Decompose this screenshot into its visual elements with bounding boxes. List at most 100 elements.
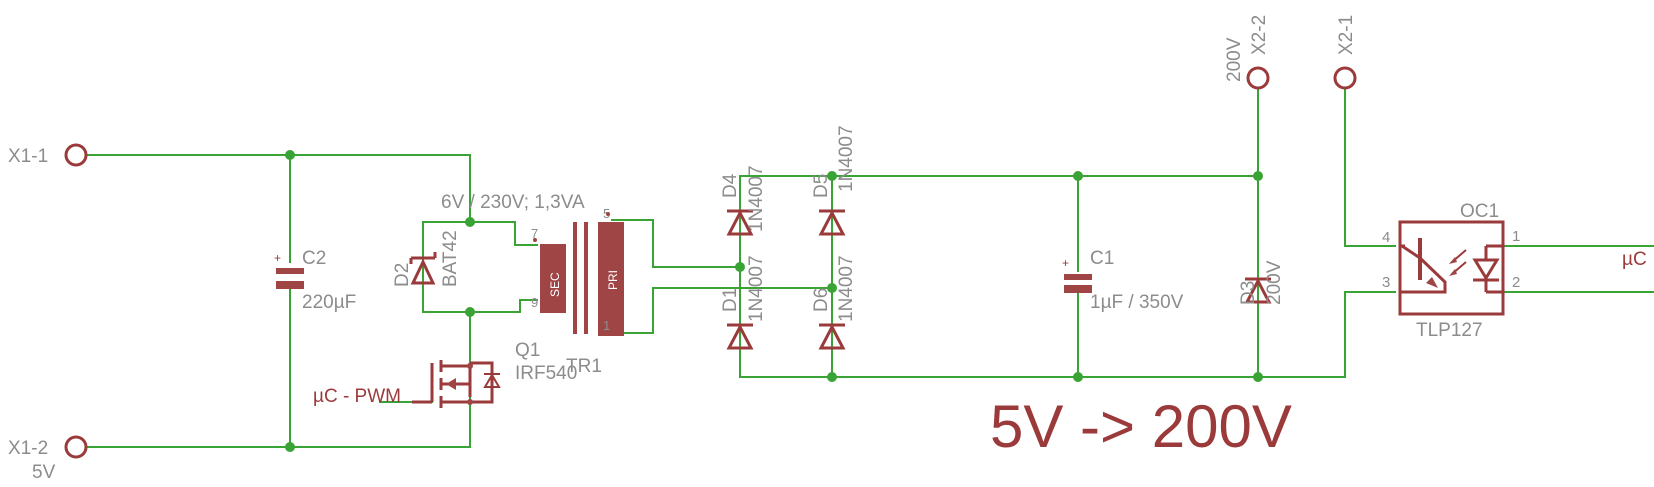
light-arrow-head [1449, 269, 1457, 276]
connector-x2-2: X2-2 200V [1224, 15, 1270, 90]
transformer-primary-winding [598, 222, 624, 336]
wire-x2-1 [1344, 89, 1396, 247]
component-name: Q1 [515, 340, 540, 361]
component-value: IRF540 [515, 363, 577, 384]
diode-body [410, 258, 436, 285]
pin-number: 4 [1382, 229, 1390, 246]
junction [1253, 372, 1263, 382]
junction [735, 262, 745, 272]
light-arrow-head [1449, 257, 1457, 264]
component-value: 200V [1264, 260, 1285, 305]
connector-x1-2: X1-2 5V [8, 435, 88, 483]
junctions [285, 150, 1263, 452]
junction [1073, 372, 1083, 382]
net-label-pwm: µC - PWM [313, 386, 401, 407]
transformer-core [584, 222, 588, 334]
capacitor-plate [1064, 274, 1092, 280]
component-value: 1N4007 [746, 165, 767, 232]
component-name: OC1 [1460, 201, 1499, 222]
diode-body [818, 209, 846, 236]
diode-d5: D5 1N4007 [811, 125, 857, 236]
junction [465, 217, 475, 227]
connector-label: X2-2 [1249, 15, 1270, 55]
wire-d2-bot [469, 299, 538, 313]
connector-pad [64, 435, 88, 459]
polarity-mark: + [274, 251, 281, 265]
connector-pad [1333, 66, 1357, 90]
junction [827, 171, 837, 181]
component-value: TLP127 [1416, 320, 1483, 341]
component-name: D4 [720, 173, 741, 198]
diode-d1: D1 1N4007 [720, 255, 767, 350]
diode-body [1244, 277, 1272, 304]
zener-d3: D3 200V [1238, 260, 1285, 305]
led-bar [1473, 244, 1503, 294]
wire-pri-bot [611, 287, 833, 334]
optocoupler-body [1398, 220, 1505, 316]
capacitor-plate [1064, 285, 1092, 293]
wires [85, 89, 1654, 448]
transformer-core [573, 222, 577, 334]
component-value: 1µF / 350V [1090, 292, 1184, 313]
wire-gnd [85, 396, 471, 448]
component-name: C1 [1090, 248, 1114, 269]
phototransistor-collector [1400, 244, 1447, 294]
component-name: TR1 [566, 356, 602, 377]
diode-body [726, 323, 754, 350]
led-body [1472, 258, 1500, 281]
component-value: 1N4007 [836, 255, 857, 322]
junction [1073, 171, 1083, 181]
connector-label: X1-1 [8, 146, 48, 167]
polarity-mark: + [1062, 256, 1069, 270]
junction [465, 307, 475, 317]
capacitor-c2: + C2 220µF [274, 248, 356, 313]
pin-number: 1 [603, 318, 610, 333]
wire-d2-top [422, 221, 538, 246]
wire-pri-top [611, 219, 741, 268]
connector-label: X2-1 [1336, 15, 1357, 55]
component-value: 1N4007 [836, 125, 857, 192]
component-value: 220µF [302, 292, 356, 313]
connector-value: 200V [1224, 37, 1245, 82]
connector-x1-1: X1-1 [8, 143, 88, 167]
diode-body [726, 209, 754, 236]
junction [1253, 171, 1263, 181]
polarity-dot [606, 212, 610, 216]
capacitor-plate [276, 281, 304, 289]
pin-number: 7 [531, 226, 538, 241]
component-name: D6 [811, 288, 832, 312]
capacitor-plate [276, 268, 304, 274]
diagram-title: 5V -> 200V [990, 393, 1292, 460]
connector-value: 5V [32, 462, 56, 483]
component-value: BAT42 [440, 230, 461, 287]
winding-label-sec: SEC [548, 272, 562, 297]
mosfet-gate [412, 363, 434, 404]
connector-x2-1: X2-1 [1333, 15, 1357, 90]
mosfet-body-diode [483, 373, 501, 388]
mosfet-q1: Q1 IRF540 [412, 340, 577, 408]
pin-number: 2 [1512, 274, 1520, 291]
component-value: 6V / 230V; 1,3VA [441, 192, 585, 213]
wire-bridge-bot [739, 291, 1396, 378]
junction [827, 283, 837, 293]
connector-label: X1-2 [8, 438, 48, 459]
junction [285, 442, 295, 452]
diode-bar [409, 252, 437, 264]
component-name: D5 [811, 174, 832, 198]
wire-d2-left [422, 221, 471, 313]
diode-d6: D6 1N4007 [811, 255, 857, 350]
phototransistor-arrow [1426, 277, 1438, 288]
capacitor-c1: + C1 1µF / 350V [1062, 248, 1184, 313]
wire-vin [85, 154, 471, 223]
pin-number: 3 [1382, 274, 1390, 291]
junction [285, 150, 295, 160]
pin-number: 1 [1512, 228, 1520, 245]
diode-d2: D2 BAT42 [392, 230, 461, 287]
component-name: C2 [302, 248, 326, 269]
polarity-dot [533, 238, 537, 242]
diode-d4: D4 1N4007 [720, 165, 767, 236]
mosfet-node [467, 363, 473, 369]
component-value: 1N4007 [746, 255, 767, 322]
diode-body [818, 323, 846, 350]
